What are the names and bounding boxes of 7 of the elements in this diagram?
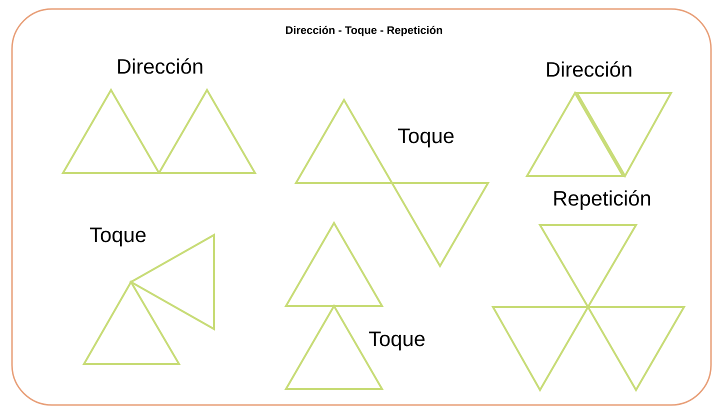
label: Dirección xyxy=(547,61,632,77)
label: Dirección xyxy=(118,58,202,74)
label: Toque xyxy=(90,228,146,246)
label: Toque xyxy=(368,332,425,350)
label: Toque xyxy=(398,128,454,148)
label: Repetición xyxy=(554,190,650,210)
title: Dirección - Toque - Repetición xyxy=(286,26,442,36)
